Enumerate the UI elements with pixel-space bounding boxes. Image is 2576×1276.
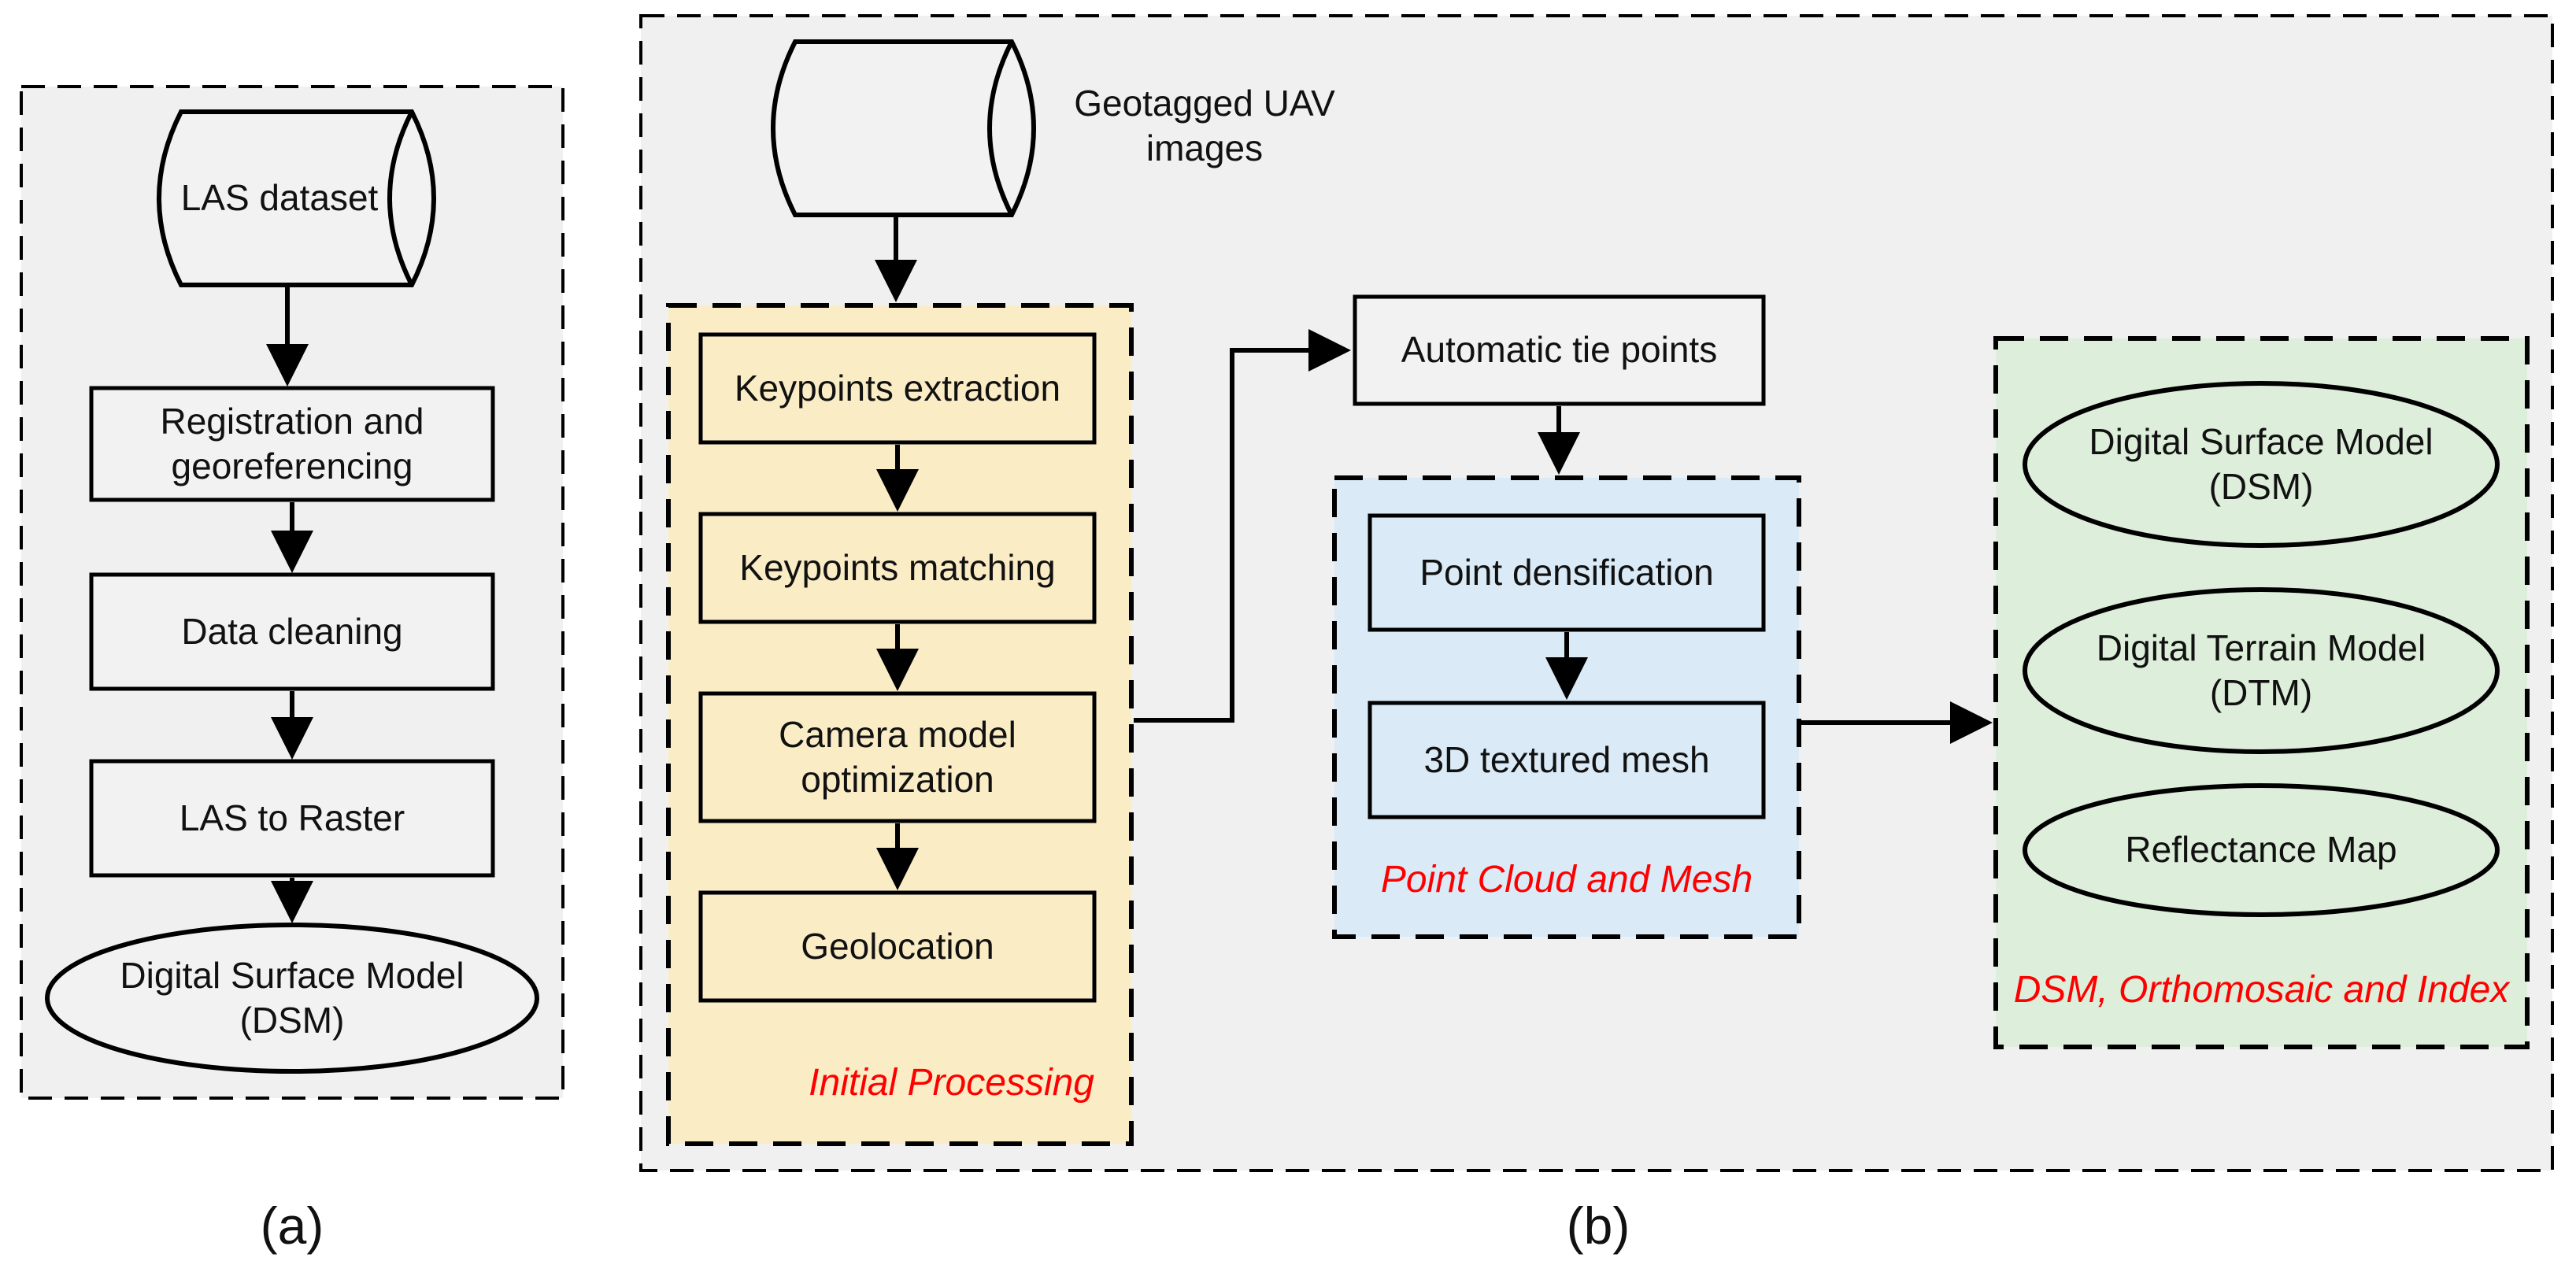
output-ellipse [45,923,539,1074]
output-label: Digital Surface Model(DSM) [2089,420,2434,507]
step-box [89,572,495,691]
step-box [698,890,1097,1003]
step-box [89,759,495,878]
tie-points-box [1353,294,1766,406]
group-title-point-cloud: Point Cloud and Mesh [1380,859,1753,901]
step-label: LAS to Raster [179,797,405,838]
output-label: Digital Surface Model(DSM) [120,954,464,1041]
step-box [1368,701,1766,819]
output-ellipse [2023,783,2500,917]
cylinder-b-lens [987,40,1014,216]
cylinder-b-shape [771,39,1036,217]
step-label: Keypoints matching [739,546,1056,588]
step-label: 3D textured mesh [1423,738,1710,780]
step-box [698,332,1097,445]
output-label: Reflectance Map [2125,829,2397,871]
tie-points-label: Automatic tie points [1401,329,1718,371]
output-label: Digital Terrain Model(DTM) [2096,627,2426,713]
cylinder-a-lens [387,110,414,287]
group-title-initial-processing: Initial Processing [809,1061,1094,1104]
step-box [1368,513,1766,632]
output-ellipse [2023,381,2500,548]
step-label: Geolocation [801,925,994,967]
connector-elbow [1134,329,1351,723]
step-label: Point densification [1419,551,1714,593]
step-label: Data cleaning [181,610,403,652]
panel-a-caption: (a) [260,1196,324,1255]
step-box [698,512,1097,624]
step-label: Keypoints extraction [734,367,1061,409]
cylinder-a-label: LAS dataset [180,177,379,219]
step-box [698,691,1097,823]
panel-b-caption: (b) [1566,1196,1630,1255]
output-ellipse [2023,587,2500,754]
group-title-outputs: DSM, Orthomosaic and Index [2013,968,2510,1011]
step-box [89,386,495,502]
